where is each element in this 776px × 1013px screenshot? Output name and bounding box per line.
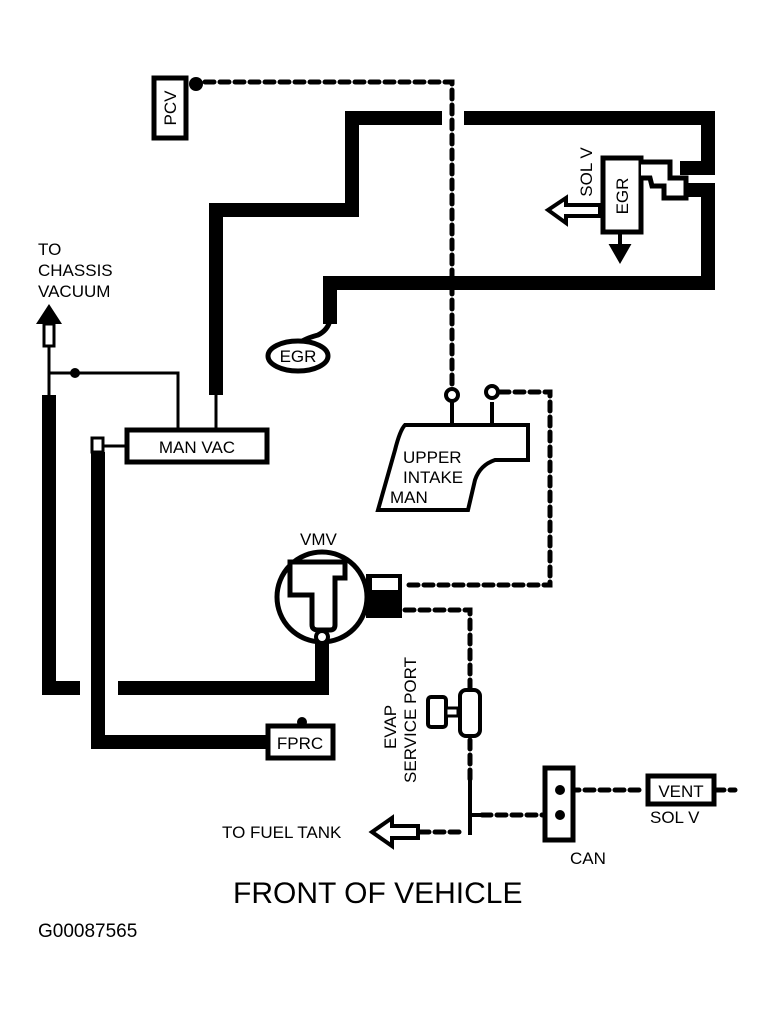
vent-solenoid: VENT SOL V bbox=[645, 773, 717, 827]
evap-label-line1: EVAP bbox=[381, 705, 400, 749]
fprc-label: FPRC bbox=[277, 734, 323, 753]
hose-manvac-to-fprc bbox=[91, 452, 268, 749]
front-of-vehicle-label: FRONT OF VEHICLE bbox=[233, 877, 522, 910]
vmv-valve: VMV bbox=[274, 530, 402, 645]
evap-label-line2: SERVICE PORT bbox=[401, 657, 420, 783]
to-fuel-tank-label: TO FUEL TANK bbox=[222, 823, 342, 842]
sol-v-label: SOL V bbox=[577, 147, 596, 197]
arrow-up-icon bbox=[36, 304, 62, 324]
upper-intake-line1: UPPER bbox=[403, 448, 462, 467]
vmv-label: VMV bbox=[300, 530, 338, 549]
fprc: FPRC bbox=[265, 717, 336, 761]
canister: CAN bbox=[542, 765, 606, 868]
pcv-label: PCV bbox=[161, 90, 180, 126]
upper-intake-line2: INTAKE bbox=[403, 468, 463, 487]
vent-sol-v-label: SOL V bbox=[650, 808, 700, 827]
hose-chassis-vacuum bbox=[42, 395, 80, 695]
arrow-left-fuel-icon bbox=[368, 814, 420, 850]
arrow-left-icon bbox=[544, 194, 602, 227]
hose-vmv-bottom bbox=[118, 640, 329, 695]
egr-valve-label: EGR bbox=[280, 347, 317, 366]
man-vac-label: MAN VAC bbox=[159, 438, 235, 457]
figure-id: G00087565 bbox=[38, 921, 137, 942]
dash-pcv-to-intake bbox=[202, 79, 455, 398]
chassis-vacuum-line3: VACUUM bbox=[38, 282, 110, 301]
chassis-vacuum-line2: CHASSIS bbox=[38, 261, 113, 280]
dash-vmv-to-evap bbox=[402, 607, 473, 693]
upper-intake-line3: MAN bbox=[390, 488, 428, 507]
hose-egr-valve-loop bbox=[323, 183, 715, 324]
vent-label: VENT bbox=[658, 782, 703, 801]
upper-intake-manifold: UPPER INTAKE MAN bbox=[375, 384, 530, 512]
hose-top-right bbox=[464, 111, 715, 175]
man-vac: MAN VAC bbox=[124, 427, 270, 465]
line-chassis-to-manvac bbox=[49, 371, 180, 430]
egr-solenoid-label: EGR bbox=[613, 178, 632, 215]
chassis-vacuum: TO CHASSIS VACUUM bbox=[36, 240, 113, 348]
evap-service-port: EVAP SERVICE PORT bbox=[381, 657, 482, 783]
hose-manvac-to-egr-solenoid bbox=[209, 111, 442, 395]
line-fuel-tee bbox=[468, 780, 485, 835]
arrow-down-icon bbox=[608, 232, 632, 265]
chassis-vacuum-line1: TO bbox=[38, 240, 61, 259]
dash-intake-to-vmv bbox=[402, 389, 553, 588]
egr-solenoid: EGR SOL V bbox=[544, 147, 689, 265]
pcv-valve: PCV bbox=[151, 75, 203, 141]
fitting-chassis bbox=[70, 368, 80, 378]
can-label: CAN bbox=[570, 849, 606, 868]
fitting-manvac-left bbox=[90, 436, 105, 454]
to-fuel-tank: TO FUEL TANK bbox=[222, 814, 420, 850]
egr-valve: EGR bbox=[265, 338, 331, 374]
